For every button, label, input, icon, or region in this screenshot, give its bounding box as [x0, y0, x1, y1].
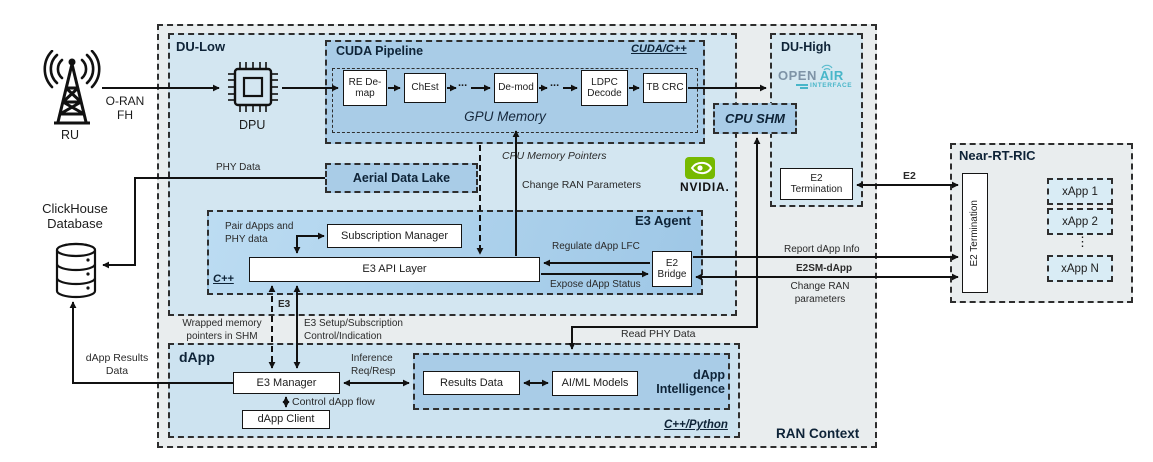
expose-dapp-status-label: Expose dApp Status — [550, 279, 641, 290]
dapp-results-label: dApp Results Data — [85, 352, 149, 378]
phy-data-label: PHY Data — [216, 162, 261, 173]
read-phy-data-label: Read PHY Data — [621, 328, 696, 340]
e2sm-dapp-label: E2SM-dApp — [796, 263, 853, 274]
e3-agent-title: E3 Agent — [635, 213, 691, 228]
du-low-title: DU-Low — [176, 39, 226, 54]
oran-fh-label: O-RAN FH — [105, 94, 145, 122]
dpu-label: DPU — [239, 118, 266, 132]
ran-context-title: RAN Context — [776, 426, 860, 441]
xapp-n-label: xApp N — [1061, 262, 1099, 275]
cpu-memory-pointers-label: CPU Memory Pointers — [502, 150, 607, 162]
regulate-dapp-lfc-label: Regulate dApp LFC — [552, 241, 640, 252]
ru-antenna-icon — [40, 49, 104, 133]
dapp-lang-label: C++/Python — [664, 419, 728, 431]
e3-link-label: E3 — [278, 299, 291, 310]
change-ran-parameters-label: Change RAN Parameters — [522, 179, 642, 191]
pipeline-dots-2: ... — [550, 77, 560, 89]
e2-termination-ric-label: E2 Termination — [969, 199, 981, 267]
pipeline-dots-1: ... — [458, 77, 468, 89]
dapp-title: dApp — [179, 349, 215, 365]
near-rt-ric-title: Near-RT-RIC — [959, 148, 1036, 163]
du-high-title: DU-High — [781, 40, 831, 54]
e2-link-label: E2 — [903, 170, 916, 182]
openair-arcs-icon — [796, 64, 833, 89]
nvidia-eye-icon — [685, 157, 715, 179]
control-dapp-flow-label: Control dApp flow — [292, 396, 375, 408]
e3-agent-lang: C++ — [213, 273, 234, 285]
e2-termination-ric-box: E2 Termination — [962, 173, 988, 293]
gpu-memory-label: GPU Memory — [464, 109, 546, 124]
e2-termination-du-box: E2 Termination — [780, 168, 853, 200]
openair-logo-air: AIR — [819, 68, 844, 83]
xapp-dots: ⋮ — [1076, 234, 1089, 249]
xapp-2-box: xApp 2 — [1047, 208, 1113, 235]
xapp-1-box: xApp 1 — [1047, 178, 1113, 205]
xapp-1-label: xApp 1 — [1062, 185, 1098, 198]
inference-label: Inference Req/Resp — [351, 353, 396, 377]
stage-chest: ChEst — [404, 73, 446, 103]
stage-ldpc-decode: LDPC Decode — [581, 70, 628, 106]
cuda-pipeline-title: CUDA Pipeline — [336, 44, 424, 58]
change-ran-params-label: Change RAN parameters — [790, 281, 850, 305]
stage-tb-crc: TB CRC — [643, 73, 687, 103]
dapp-intelligence-title: dApp Intelligence — [656, 368, 725, 396]
report-dapp-info-label: Report dApp Info — [784, 244, 860, 255]
e3-setup-label: E3 Setup/Subscription Control/Indication — [304, 318, 403, 342]
database-icon — [53, 242, 99, 304]
e3-api-layer-box: E3 API Layer — [249, 257, 540, 282]
aerial-data-lake-box: Aerial Data Lake — [325, 163, 478, 193]
stage-re-demap: RE De-map — [343, 70, 387, 106]
nvidia-wordmark: NVIDIA. — [680, 180, 730, 194]
pair-dapps-label: Pair dApps and PHY data — [225, 221, 294, 245]
wrapped-memory-label: Wrapped memory pointers in SHM — [182, 318, 262, 342]
clickhouse-label: ClickHouse Database — [42, 201, 108, 231]
xapp-n-box: xApp N — [1047, 255, 1113, 282]
results-data-box: Results Data — [423, 371, 520, 395]
ru-label: RU — [61, 128, 80, 142]
openair-logo-open: OPEN — [778, 68, 817, 83]
dapp-client-box: dApp Client — [242, 410, 330, 429]
ai-ml-models-box: AI/ML Models — [552, 371, 638, 396]
e3-manager-box: E3 Manager — [233, 372, 340, 394]
nvidia-logo: NVIDIA. — [680, 156, 729, 194]
openair-logo-interface: INTERFACE — [810, 82, 853, 89]
cpu-shm-box: CPU SHM — [713, 103, 797, 134]
xapp-2-label: xApp 2 — [1062, 215, 1098, 228]
cuda-lang-label: CUDA/C++ — [631, 43, 687, 55]
aerial-data-lake-label: Aerial Data Lake — [352, 171, 451, 185]
cpu-shm-label: CPU SHM — [725, 111, 785, 126]
e2-bridge-box: E2 Bridge — [652, 251, 692, 287]
stage-demod: De-mod — [494, 73, 538, 103]
dpu-chip-icon — [226, 60, 280, 119]
subscription-manager-box: Subscription Manager — [327, 224, 462, 248]
